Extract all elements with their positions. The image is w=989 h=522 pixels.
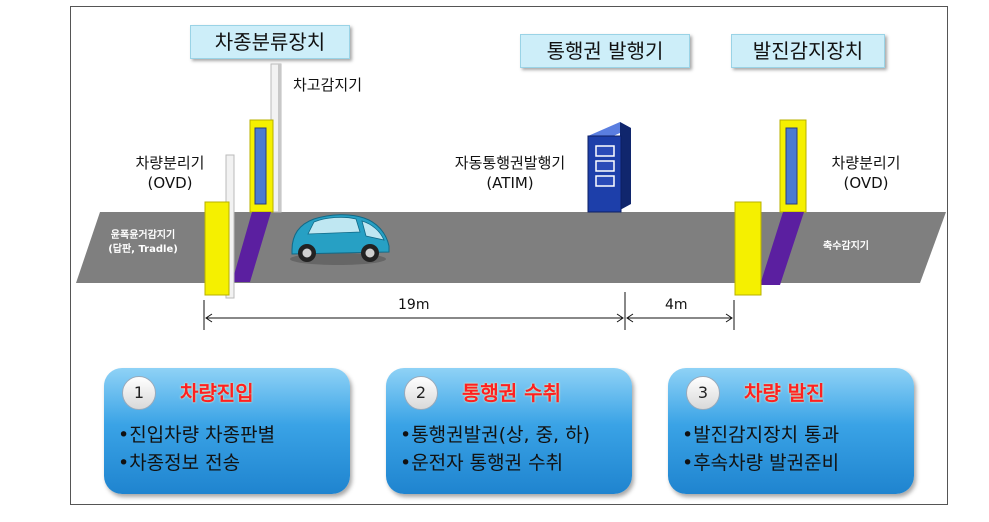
classifier-label: 차종분류장치 (190, 25, 350, 59)
step-3-line-1: •발진감지장치 통과 (682, 424, 840, 446)
step-title-2: 통행권 수취 (462, 381, 561, 405)
right-lower-yellow-post (734, 201, 762, 296)
left-ovd-label-line2: (OVD) (147, 174, 193, 192)
atim-label-line1: 자동통행권발행기 (454, 154, 566, 172)
treadle-label-line1: 윤폭윤거감지기 (110, 230, 176, 241)
step-number-2: 2 (404, 376, 438, 410)
left-ovd-label-line1: 차량분리기 (135, 154, 205, 172)
ticket-issuer-label: 통행권 발행기 (520, 34, 690, 68)
right-ovd-label-line2: (OVD) (843, 174, 889, 192)
step-panel-2: 2 통행권 수취 •통행권발권(상, 중, 하) •운전자 통행권 수취 (386, 368, 632, 494)
step-number-3: 3 (686, 376, 720, 410)
step-number-1: 1 (122, 376, 156, 410)
distance-4m: 4m (665, 297, 688, 313)
step-1-line-2: •차종정보 전송 (118, 452, 241, 474)
dimension-lines (203, 292, 735, 330)
left-treadle-sensor (232, 212, 271, 282)
height-detector-label: 차고감지기 (293, 76, 363, 94)
step-2-line-1: •통행권발권(상, 중, 하) (400, 424, 591, 446)
right-ovd-label-line1: 차량분리기 (831, 154, 901, 172)
atim-kiosk (587, 122, 631, 213)
step-3-line-2: •후속차량 발권준비 (682, 452, 840, 474)
step-title-1: 차량진입 (180, 381, 254, 405)
axle-detector-label: 축수감지기 (823, 241, 869, 252)
step-panel-3: 3 차량 발진 •발진감지장치 통과 •후속차량 발권준비 (668, 368, 914, 494)
car (290, 214, 390, 265)
right-axle-sensor (760, 212, 804, 285)
departure-detector-label: 발진감지장치 (731, 34, 885, 68)
road (76, 212, 946, 283)
left-lower-yellow-post (204, 201, 230, 296)
treadle-label-line2: (답판, Tradle) (108, 244, 178, 255)
step-1-line-1: •진입차량 차종판별 (118, 424, 276, 446)
step-panel-1: 1 차량진입 •진입차량 차종판별 •차종정보 전송 (104, 368, 350, 494)
step-title-3: 차량 발진 (744, 381, 825, 405)
step-2-line-2: •운전자 통행권 수취 (400, 452, 564, 474)
atim-label-line2: (ATIM) (486, 174, 534, 192)
distance-19m: 19m (398, 297, 430, 313)
